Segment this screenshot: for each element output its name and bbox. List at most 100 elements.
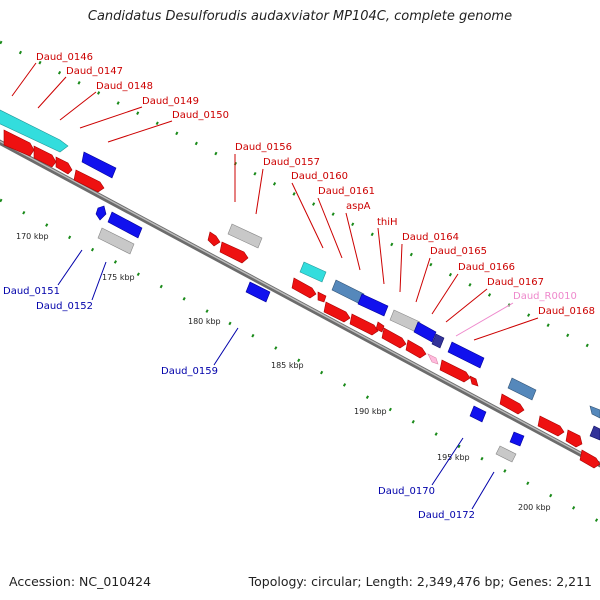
- gene-box-0148: [33, 145, 57, 168]
- gene-label[interactable]: Daud_0164: [402, 232, 459, 243]
- leader-line: [471, 471, 495, 510]
- gene-box-far-b: [499, 393, 525, 415]
- gene-box-0156: [207, 231, 221, 247]
- gene-label[interactable]: Daud_0149: [142, 96, 199, 107]
- gene-label[interactable]: Daud_0161: [318, 186, 375, 197]
- gene-box-thiH: [349, 313, 379, 336]
- forward-strand-features: [0, 109, 600, 469]
- gene-label[interactable]: Daud_0152: [36, 301, 93, 312]
- gene-box-far-e: [579, 449, 600, 469]
- gene-box-far-c: [537, 415, 565, 437]
- gene-label[interactable]: Daud_0170: [378, 486, 435, 497]
- gene-box-0157b: [219, 241, 249, 264]
- gene-box-aspA-a: [357, 293, 389, 317]
- gene-label[interactable]: Daud_0159: [161, 366, 218, 377]
- leader-line: [59, 91, 97, 121]
- figure-title: Candidatus Desulforudis audaxviator MP10…: [87, 9, 513, 24]
- gene-box-0146: [0, 109, 69, 153]
- accession-text: Accession: NC_010424: [9, 574, 152, 589]
- leader-line: [455, 302, 514, 337]
- leader-line: [415, 257, 431, 303]
- gene-label[interactable]: Daud_R0010: [513, 291, 577, 302]
- genome-backbone-highlight: [0, 140, 600, 465]
- leader-line: [213, 327, 239, 366]
- gene-label[interactable]: Daud_0165: [430, 246, 487, 257]
- gene-label[interactable]: Daud_0146: [36, 52, 93, 63]
- leader-line: [79, 106, 143, 129]
- gene-label[interactable]: Daud_0168: [538, 306, 595, 317]
- leader-line: [91, 261, 107, 301]
- gene-label[interactable]: Daud_0157: [263, 157, 320, 168]
- gene-box-0151b: [107, 211, 143, 239]
- gene-label[interactable]: Daud_0172: [418, 510, 475, 521]
- gene-box-0150b: [73, 169, 105, 193]
- leader-line: [431, 273, 459, 315]
- genome-summary-text: Topology: circular; Length: 2,349,476 bp…: [248, 574, 592, 589]
- gene-label[interactable]: Daud_0167: [487, 277, 544, 288]
- gene-box-far-d: [565, 429, 583, 448]
- leader-line: [57, 249, 83, 286]
- leader-line: [37, 76, 67, 109]
- leader-line: [107, 120, 173, 143]
- gene-box-far-a: [507, 377, 537, 401]
- reverse-strand-features: [95, 205, 525, 463]
- gene-box-0165b: [405, 339, 427, 359]
- gene-box-0170a: [469, 405, 487, 423]
- gene-label[interactable]: Daud_0166: [458, 262, 515, 273]
- leader-line: [317, 197, 343, 259]
- leader-line: [473, 317, 539, 341]
- leader-line: [445, 288, 488, 323]
- gene-box-0147: [3, 129, 35, 157]
- leader-line: [399, 243, 403, 293]
- leader-line: [377, 227, 385, 285]
- scale-label: 175 kbp: [102, 273, 135, 282]
- gene-label[interactable]: Daud_0156: [235, 142, 292, 153]
- gene-box-0160b: [291, 277, 317, 299]
- gene-label[interactable]: Daud_0160: [291, 171, 348, 182]
- leader-line: [11, 62, 37, 97]
- gene-label[interactable]: Daud_0148: [96, 81, 153, 92]
- gene-box-0167a: [447, 341, 485, 369]
- gene-box-0161b: [317, 291, 327, 303]
- gene-label[interactable]: aspA: [346, 201, 371, 212]
- gene-box-0151: [95, 205, 107, 221]
- gene-box-thiH-b: [375, 321, 385, 333]
- leader-line: [431, 437, 464, 486]
- gene-box-0160a: [299, 261, 327, 283]
- gene-box-0167b: [439, 359, 471, 383]
- gene-box-0172: [495, 445, 517, 463]
- leader-line: [291, 182, 324, 249]
- gene-box-0170b: [509, 431, 525, 447]
- scale-label: 170 kbp: [16, 232, 49, 241]
- gene-box-0166: [431, 333, 445, 349]
- gene-label[interactable]: Daud_0150: [172, 110, 229, 121]
- gene-box-far-f: [589, 425, 600, 441]
- gene-box-0159: [245, 281, 271, 303]
- leader-line: [255, 168, 264, 215]
- bottom-gene-labels: Daud_0151Daud_0152Daud_0159Daud_0170Daud…: [3, 249, 495, 521]
- scale-label: 180 kbp: [188, 317, 221, 326]
- scale-label: 200 kbp: [518, 503, 551, 512]
- gene-box-aspA-b: [323, 301, 351, 323]
- scale-label: 190 kbp: [354, 407, 387, 416]
- gene-label[interactable]: Daud_0151: [3, 286, 60, 297]
- gene-box-0157a: [227, 223, 263, 249]
- gene-box-0150a: [81, 151, 117, 179]
- scale-label: 185 kbp: [271, 361, 304, 370]
- gene-box-far-g: [589, 405, 600, 419]
- gene-box-0168: [469, 375, 479, 387]
- leader-line: [345, 212, 361, 271]
- gene-box-0164b: [381, 327, 407, 349]
- top-gene-labels: Daud_0146Daud_0147Daud_0148Daud_0149Daud…: [11, 52, 595, 341]
- gene-label[interactable]: thiH: [377, 217, 398, 228]
- scale-label: 195 kbp: [437, 453, 470, 462]
- scale-labels: 170 kbp 175 kbp 180 kbp 185 kbp 190 kbp …: [16, 232, 551, 512]
- gene-box-0152: [97, 227, 135, 255]
- gene-box-0149: [55, 156, 73, 175]
- genome-backbone: [0, 139, 600, 468]
- gene-box-R0010: [427, 353, 439, 365]
- gene-box-0165a: [413, 321, 437, 343]
- gene-label[interactable]: Daud_0147: [66, 66, 123, 77]
